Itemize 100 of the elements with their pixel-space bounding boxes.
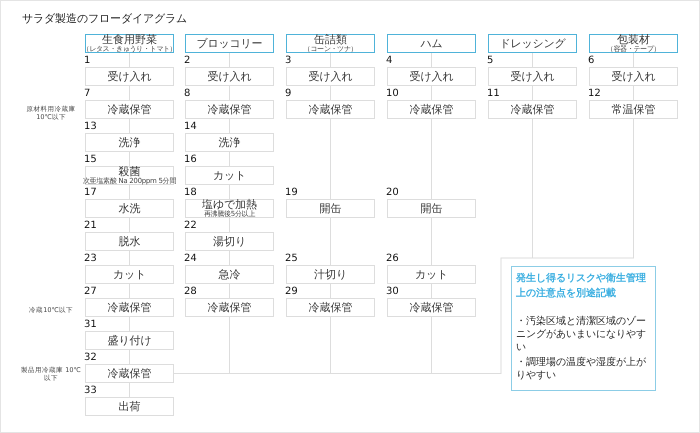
process-box [85, 232, 174, 251]
process-box [185, 166, 274, 185]
connector-line [229, 86, 230, 100]
connector-line [229, 284, 230, 298]
step-number: 30 [386, 286, 399, 297]
step-number: 1 [84, 55, 90, 66]
ingredient-box [85, 34, 174, 53]
connector-line [633, 52, 634, 68]
process-box [85, 133, 174, 152]
process-box [589, 100, 678, 119]
process-box [387, 199, 476, 218]
step-number: 22 [184, 220, 197, 231]
step-name: 出荷 [118, 400, 140, 412]
step-name: 常温保管 [612, 104, 656, 116]
process-box [185, 265, 274, 284]
step-number: 20 [386, 187, 399, 198]
step-name: カット [213, 170, 246, 182]
step-name: 急冷 [218, 268, 240, 280]
step-number: 7 [84, 88, 90, 99]
connector-line [229, 250, 230, 266]
step-number: 18 [184, 187, 197, 198]
connector-line [330, 218, 331, 266]
connector-line [129, 52, 130, 68]
connector-line [129, 118, 130, 134]
step-name: 受け入れ [410, 70, 454, 82]
ingredient-box [589, 34, 678, 53]
step-number: 31 [84, 319, 97, 330]
connector-line [330, 118, 331, 200]
connector-line [431, 218, 432, 266]
connector-line [229, 52, 230, 68]
step-number: 4 [386, 55, 392, 66]
title: サラダ製造のフローダイアグラム [22, 11, 187, 26]
process-box [85, 298, 174, 317]
connector-line [532, 86, 533, 100]
process-box [185, 100, 274, 119]
step-name: 脱水 [118, 236, 140, 248]
step-name: 塩ゆで加熱 [202, 199, 257, 211]
process-box [286, 265, 375, 284]
process-box [85, 265, 174, 284]
connector-line [129, 316, 130, 332]
step-number: 23 [84, 253, 97, 264]
connector-line [229, 184, 230, 200]
connector-line [330, 52, 331, 68]
process-box [286, 298, 375, 317]
process-box [387, 298, 476, 317]
connector-line [330, 284, 331, 298]
step-number: 27 [84, 286, 97, 297]
step-name: ドレッシング [500, 38, 566, 50]
step-number: 2 [184, 55, 190, 66]
connector-line [129, 284, 130, 298]
process-box [185, 232, 274, 251]
step-number: 12 [588, 88, 601, 99]
step-number: 28 [184, 286, 197, 297]
ingredient-box [185, 34, 274, 53]
step-name: 洗浄 [118, 136, 140, 148]
step-name: 冷蔵保管 [410, 302, 454, 314]
step-number: 29 [285, 286, 298, 297]
connector-line [129, 218, 130, 232]
step-number: 6 [588, 55, 594, 66]
step-name: 冷蔵保管 [208, 302, 252, 314]
process-box [185, 67, 274, 86]
ingredient-box [286, 34, 375, 53]
step-name: ハム [420, 38, 442, 50]
process-box [488, 100, 577, 119]
process-box [589, 67, 678, 86]
step-name: 殺菌 [118, 166, 140, 178]
connector-line [532, 52, 533, 68]
step-name: 汁切り [314, 268, 347, 280]
step-name: 冷蔵保管 [208, 104, 252, 116]
step-number: 19 [285, 187, 298, 198]
step-number: 10 [386, 88, 399, 99]
step-number: 24 [184, 253, 197, 264]
step-name: 受け入れ [208, 70, 252, 82]
process-box [387, 265, 476, 284]
connector-line [431, 52, 432, 68]
ingredient-box [387, 34, 476, 53]
step-number: 3 [285, 55, 292, 66]
process-box [488, 67, 577, 86]
note-box [511, 266, 656, 391]
process-box [85, 166, 174, 185]
bullet-text: ・汚染区域と清潔区域のゾーニングがあいまいになりやすい [516, 315, 647, 354]
step-number: 8 [184, 88, 190, 99]
process-box [286, 199, 375, 218]
step-name: 受け入れ [308, 70, 352, 82]
step-name: カット [415, 268, 448, 280]
connector-line [229, 152, 230, 166]
step-name: 包装材 [617, 34, 650, 46]
step-number: 17 [84, 187, 97, 198]
connector-line [431, 86, 432, 100]
bullet-text: ・調理場の温度や湿度が上がりやすい [516, 356, 647, 382]
ingredient-box [488, 34, 577, 53]
step-number: 16 [184, 154, 197, 165]
step-name: 受け入れ [108, 70, 152, 82]
step-name: 受け入れ [510, 70, 554, 82]
connector-line [129, 382, 130, 398]
step-number: 21 [84, 220, 97, 231]
step-name: 湯切り [213, 236, 246, 248]
step-name: 生食用野菜 [102, 34, 157, 46]
process-box [85, 364, 174, 383]
connector-line [129, 152, 130, 166]
